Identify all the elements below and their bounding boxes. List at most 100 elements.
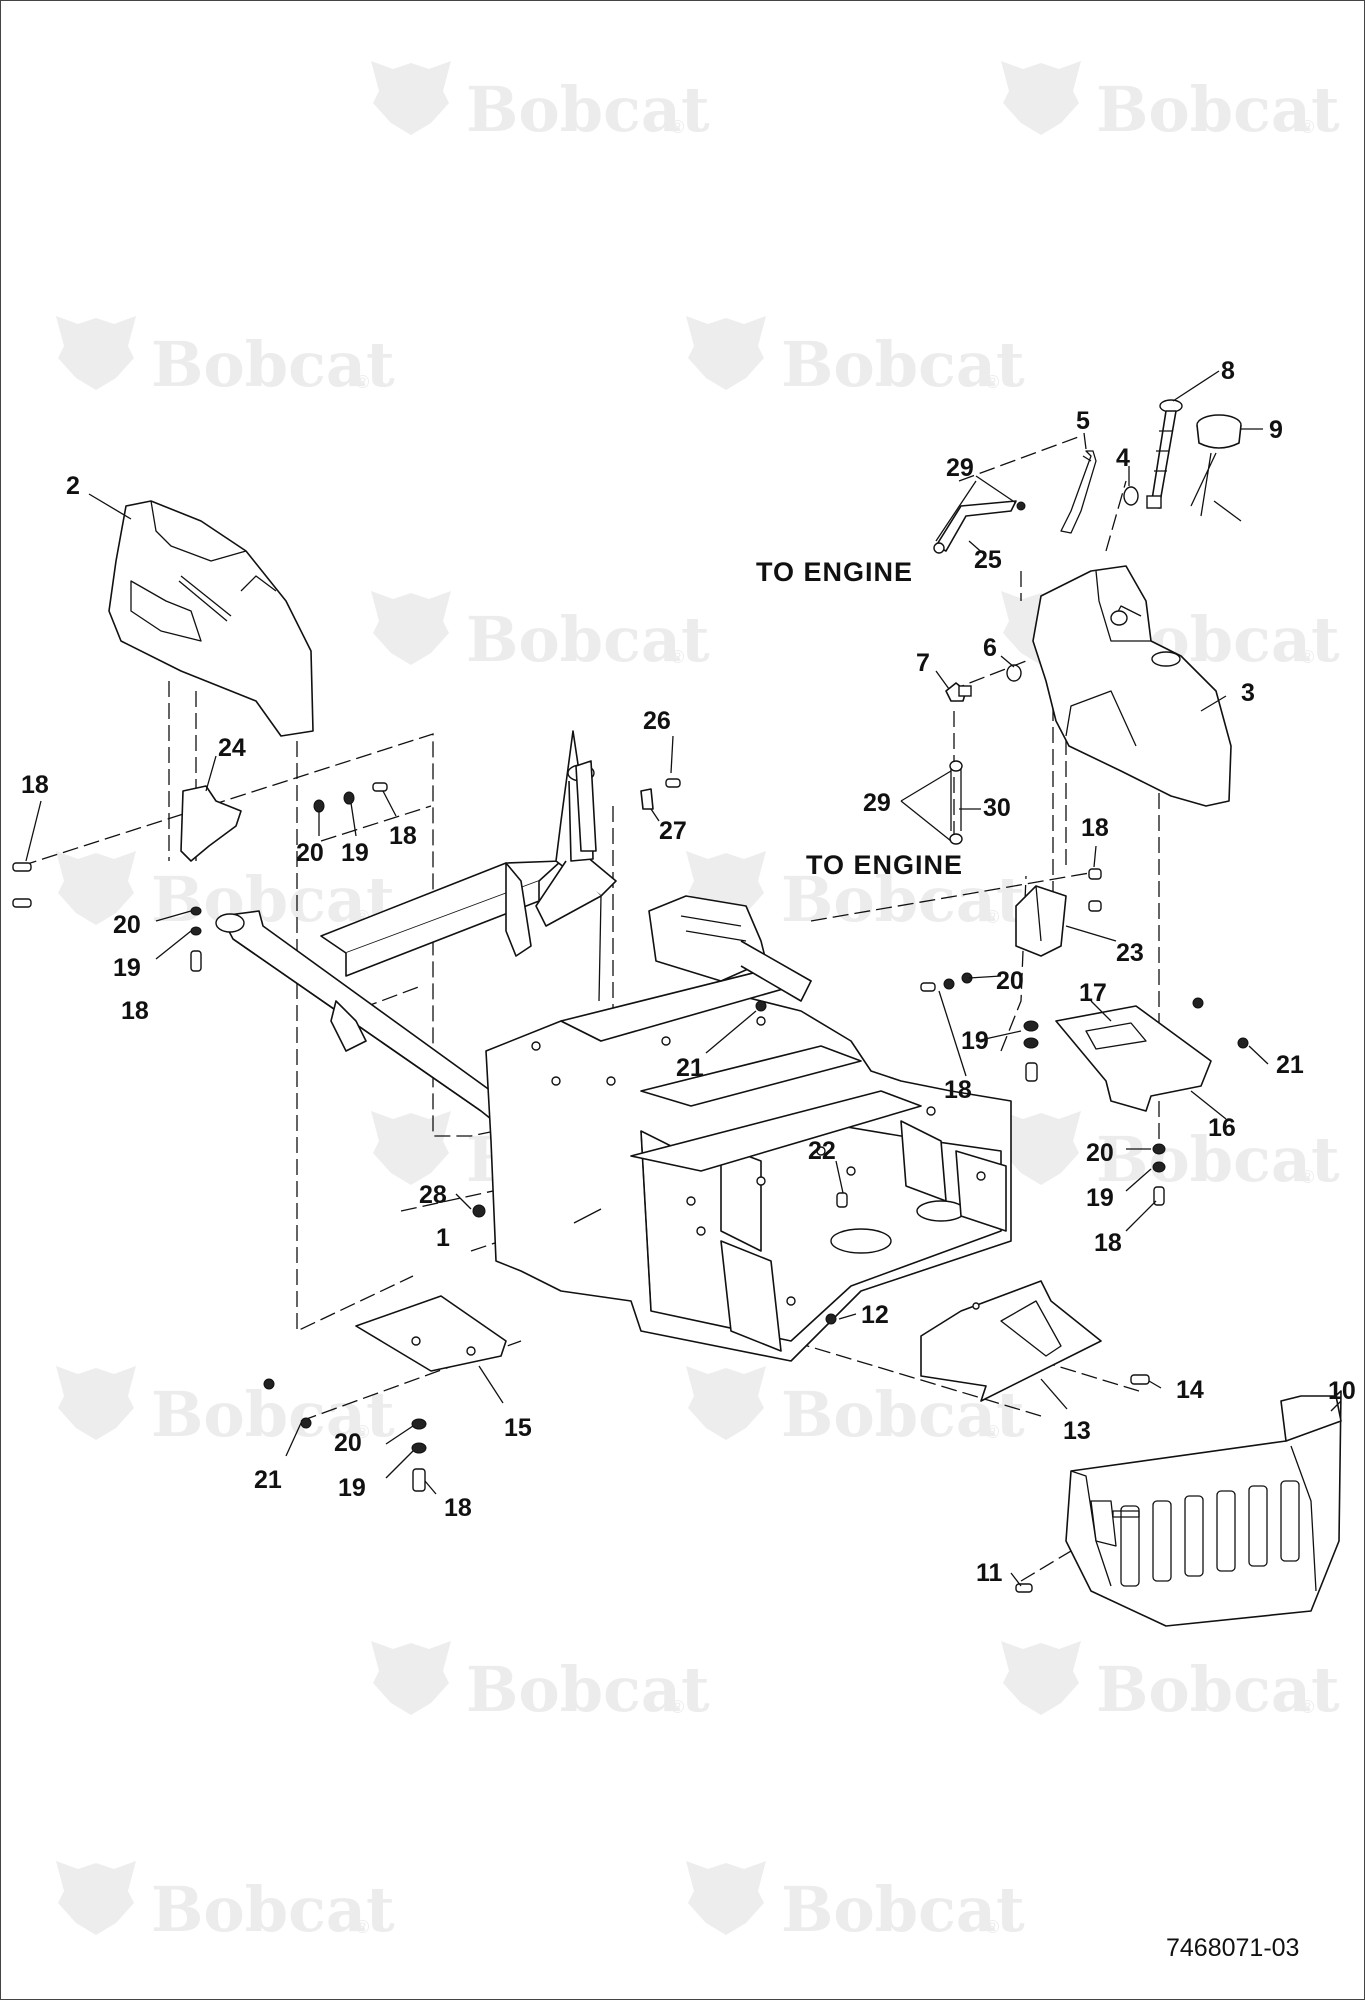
nut-12 [825, 1313, 837, 1325]
callout-27: 27 [659, 817, 687, 845]
watermark-logo: Bobcat® [1001, 1641, 1340, 1726]
svg-text:®: ® [356, 1917, 369, 1937]
washer-19-bottom [411, 1442, 427, 1454]
fuel-cap-part-9 [1190, 414, 1242, 522]
bracket-part-24 [180, 785, 242, 862]
svg-text:Bobcat: Bobcat [1096, 73, 1340, 146]
callout-22: 22 [808, 1137, 836, 1165]
watermark-logo: Bobcat® [56, 1366, 395, 1451]
svg-text:®: ® [671, 117, 684, 137]
svg-text:®: ® [1301, 1167, 1314, 1187]
washer-19-left-2 [190, 926, 202, 936]
right-plate-part-16 [1055, 1005, 1212, 1112]
watermark-logo: Bobcat® [371, 591, 710, 676]
callout-4: 4 [1116, 444, 1130, 472]
callout-19-a: 19 [341, 839, 369, 867]
note-to-engine-lower: TO ENGINE [806, 850, 963, 880]
svg-text:®: ® [671, 647, 684, 667]
fuel-hose-part-5 [1060, 450, 1097, 534]
fitting-part-6 [1006, 664, 1022, 682]
watermark-logo: Bobcat® [1001, 1111, 1340, 1196]
callout-11: 11 [976, 1559, 1003, 1587]
callout-20-c: 20 [996, 967, 1024, 995]
watermark-logo: Bobcat® [56, 316, 395, 401]
callout-20-b: 20 [113, 911, 141, 939]
callout-7: 7 [916, 649, 930, 677]
left-plate-part-15 [355, 1295, 507, 1372]
svg-text:®: ® [1301, 647, 1314, 667]
callout-18-a: 18 [21, 771, 49, 799]
bolt-18-right-top [1088, 868, 1102, 880]
main-frame-part-1 [215, 730, 1012, 1362]
callout-19-b: 19 [113, 954, 141, 982]
washer-20-left-2 [190, 906, 202, 916]
callout-19-e: 19 [338, 1474, 366, 1502]
callout-28: 28 [419, 1181, 447, 1209]
washer-20-right-c [1152, 1143, 1166, 1155]
washer-20-bottom [411, 1418, 427, 1430]
callout-6: 6 [983, 634, 997, 662]
svg-text:Bobcat: Bobcat [151, 328, 395, 401]
fuel-line-part-30 [949, 760, 963, 845]
nut-21-right-b [1192, 997, 1204, 1009]
callout-19-d: 19 [1086, 1184, 1114, 1212]
svg-text:®: ® [986, 372, 999, 392]
svg-text:®: ® [986, 1422, 999, 1442]
callout-20-a: 20 [296, 839, 324, 867]
watermark-logo: Bobcat® [1001, 61, 1340, 146]
washer-19-left [343, 791, 355, 805]
washer-20-right-a [943, 978, 955, 990]
callout-18-b: 18 [389, 822, 417, 850]
document-number: 7468071-03 [1166, 1934, 1299, 1962]
svg-text:Bobcat: Bobcat [781, 328, 1025, 401]
callout-3: 3 [1241, 679, 1255, 707]
watermark-logo: Bobcat® [686, 851, 1025, 936]
callout-25: 25 [974, 546, 1002, 574]
callout-2: 2 [66, 472, 80, 500]
svg-text:Bobcat: Bobcat [151, 1873, 395, 1946]
callout-18-f: 18 [1094, 1229, 1122, 1257]
svg-text:Bobcat: Bobcat [1096, 1653, 1340, 1726]
callout-29-a: 29 [946, 454, 974, 482]
bolt-18-right-b [1025, 1062, 1038, 1082]
callout-29-b: 29 [863, 789, 891, 817]
watermark-logo: Bobcat® [371, 61, 710, 146]
fitting-part-7 [945, 682, 972, 702]
notes: TO ENGINE TO ENGINE [756, 557, 963, 880]
leader-lines [25, 370, 1342, 1587]
nut-21-bottom-b [300, 1417, 312, 1429]
grille-slots [1090, 1480, 1300, 1587]
callout-13: 13 [1063, 1417, 1091, 1445]
svg-text:Bobcat: Bobcat [781, 1873, 1025, 1946]
watermark-logo: Bobcat® [56, 1861, 395, 1946]
callout-18-e: 18 [944, 1076, 972, 1104]
nut-21-right [1237, 1037, 1249, 1049]
callout-10: 10 [1328, 1377, 1356, 1405]
right-fender-part-3 [1032, 565, 1232, 807]
bolt-18-bottom [412, 1468, 426, 1492]
callout-20-e: 20 [334, 1429, 362, 1457]
bolt-18-left-a [12, 862, 32, 872]
front-pan-part-13 [920, 1280, 1102, 1402]
watermark-logo: Bobcat® [371, 1641, 710, 1726]
bolt-26 [665, 778, 681, 788]
svg-text:®: ® [1301, 1697, 1314, 1717]
nut-21-bottom-a [263, 1378, 275, 1390]
front-grille-part-10 [1065, 1390, 1342, 1627]
svg-text:®: ® [356, 372, 369, 392]
callout-18-d: 18 [1081, 814, 1109, 842]
bolt-18-right-mid [920, 982, 936, 992]
clip-27 [640, 788, 654, 810]
svg-text:Bobcat: Bobcat [1096, 1123, 1340, 1196]
bolt-11 [1015, 1583, 1033, 1593]
svg-text:Bobcat: Bobcat [466, 1653, 710, 1726]
callout-21-a: 21 [676, 1054, 704, 1082]
bracket-part-23 [1015, 885, 1067, 957]
bolt-18-left-2 [190, 950, 202, 972]
callout-21-c: 21 [254, 1466, 282, 1494]
svg-text:Bobcat: Bobcat [781, 863, 1025, 936]
bolt-18-right-top-2 [1088, 900, 1102, 912]
fuel-line-part-25 [933, 500, 1026, 554]
